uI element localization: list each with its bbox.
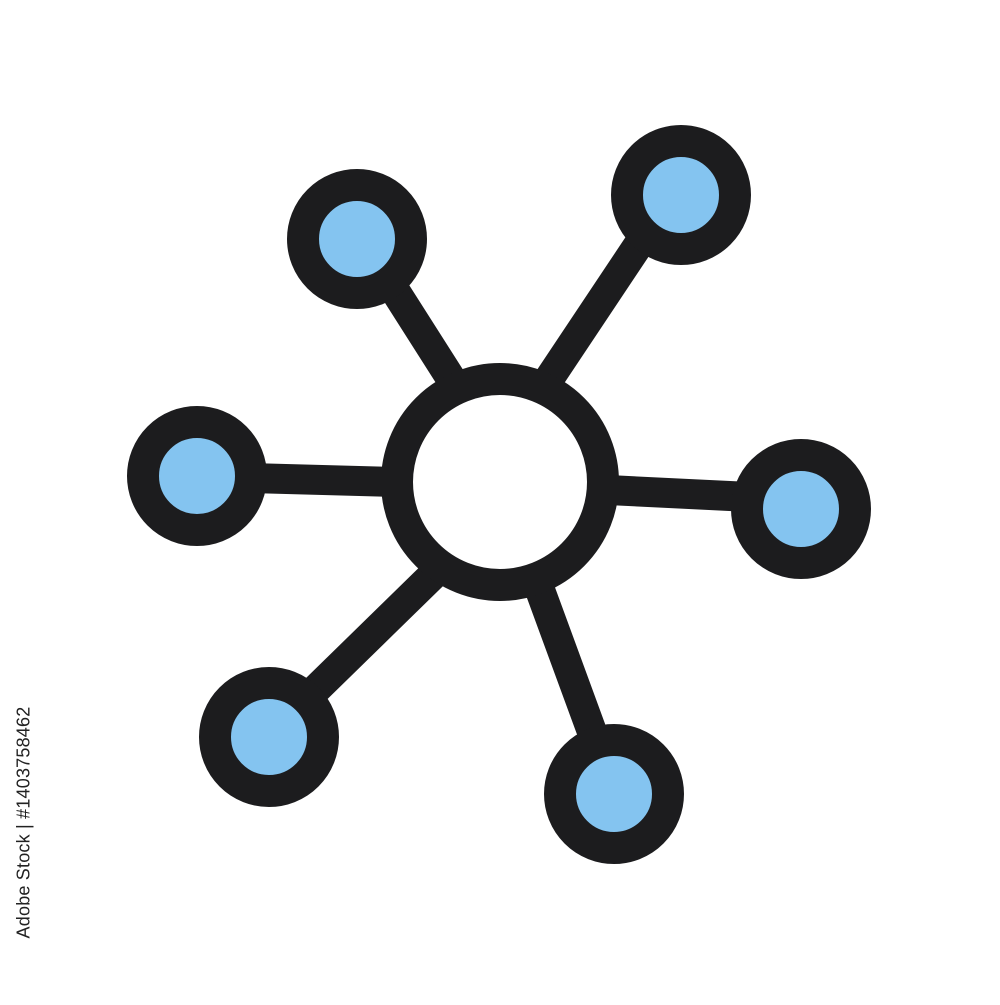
connector-line-bottom-right xyxy=(525,575,610,755)
node-top-right xyxy=(611,125,751,265)
stock-id-text: Adobe Stock | #1403758462 xyxy=(13,706,34,938)
node-bottom-right xyxy=(544,724,684,864)
connector-line-right xyxy=(593,475,765,512)
hub-node xyxy=(381,363,619,601)
node-bottom-left xyxy=(199,667,339,807)
connector-line-top-right xyxy=(530,220,660,400)
connector-line-bottom-left xyxy=(290,555,453,715)
node-top-left xyxy=(287,169,427,309)
node-right xyxy=(731,439,871,579)
stock-id-label: Adobe Stock | #1403758462 xyxy=(4,706,44,938)
connector-line-left xyxy=(235,463,410,497)
node-left xyxy=(127,406,267,546)
